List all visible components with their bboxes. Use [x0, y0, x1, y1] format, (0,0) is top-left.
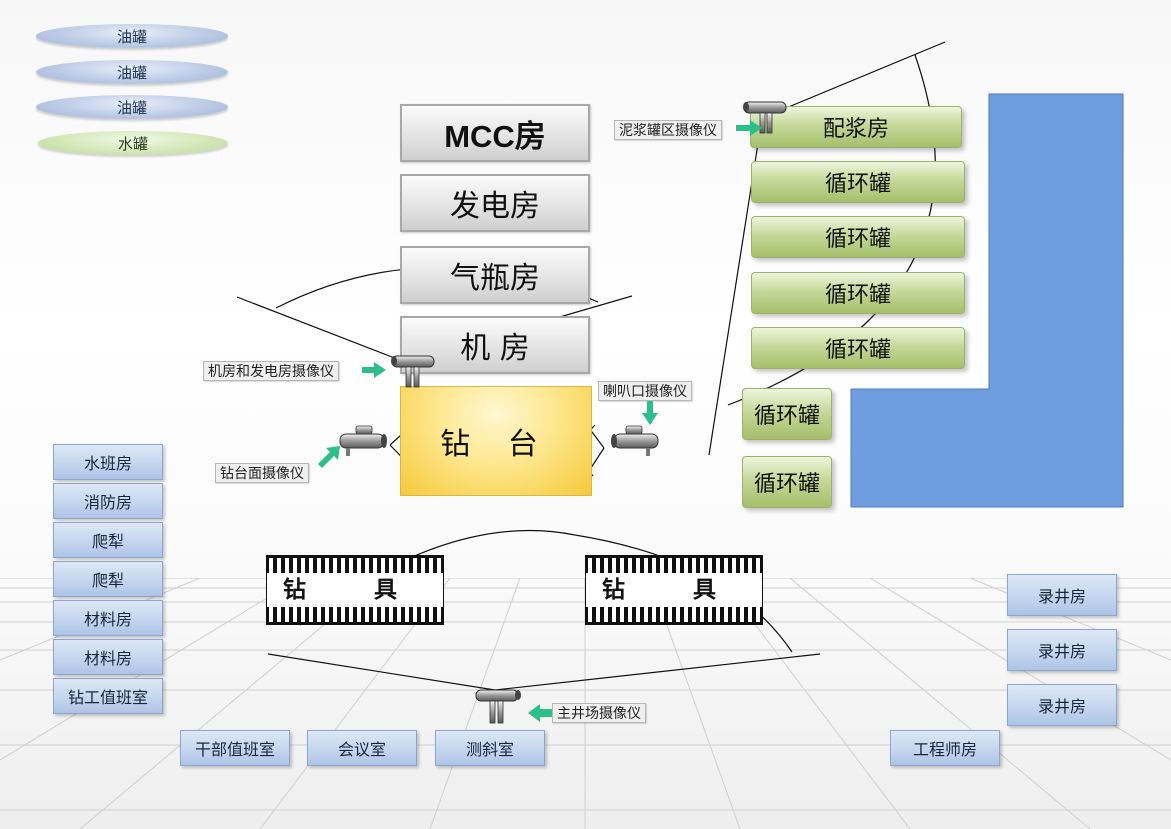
bell-nipple-camera-label: 喇叭口摄像仪 [598, 381, 692, 401]
circulation-tank-4: 循环罐 [751, 327, 965, 369]
meeting-room: 会议室 [307, 730, 417, 766]
drill-floor-camera-icon [339, 425, 387, 456]
mud-tank-camera-label: 泥浆罐区摄像仪 [614, 120, 722, 140]
mud-tank-camera-icon [743, 101, 787, 134]
main-yard-arrow-icon [528, 704, 552, 722]
sledge-1: 爬犁 [53, 522, 163, 558]
circulation-tank-3: 循环罐 [751, 272, 965, 314]
drill-tool-rack-left-label: 钻 具 [267, 573, 444, 607]
water-tank: 水罐 [38, 131, 228, 155]
engineer-room: 工程师房 [890, 730, 1000, 766]
driller-duty-room: 钻工值班室 [53, 678, 163, 714]
oil-tank-3: 油罐 [36, 95, 228, 119]
drill-floor-arrow-icon [318, 446, 340, 468]
circulation-tank-5: 循环罐 [742, 388, 832, 440]
cadre-duty-room: 干部值班室 [180, 730, 290, 766]
mud-logging-room-3: 录井房 [1007, 684, 1117, 726]
mud-logging-room-2: 录井房 [1007, 629, 1117, 671]
bell-nipple-camera-icon [611, 425, 659, 456]
drill-tool-rack-right-label: 钻 具 [586, 573, 763, 607]
material-room-2: 材料房 [53, 639, 163, 675]
mud-area-block [850, 93, 1124, 508]
fire-room: 消防房 [53, 483, 163, 519]
inclination-survey-room: 测斜室 [435, 730, 545, 766]
material-room-1: 材料房 [53, 600, 163, 636]
main-yard-camera-icon [475, 689, 521, 724]
circulation-tank-2: 循环罐 [751, 216, 965, 258]
drill-floor: 钻 台 [400, 386, 592, 496]
mcc-room: MCC房 [400, 104, 590, 162]
bell-nipple-arrow-icon [642, 401, 658, 425]
gas-cylinder-room: 气瓶房 [400, 246, 590, 304]
main-yard-camera-label: 主井场摄像仪 [552, 703, 646, 723]
mud-tank-arrow-icon [736, 120, 762, 136]
sledge-2: 爬犁 [53, 561, 163, 597]
oil-tank-1: 油罐 [36, 24, 228, 48]
mud-mixing-room: 配浆房 [750, 106, 962, 148]
oil-tank-2: 油罐 [36, 60, 228, 84]
circulation-tank-6: 循环罐 [742, 456, 832, 508]
engine-generator-camera-icon [391, 355, 435, 388]
drill-tool-rack-left: 钻 具 [266, 555, 444, 625]
generator-room: 发电房 [400, 174, 590, 232]
mud-logging-room-1: 录井房 [1007, 574, 1117, 616]
water-shift-room: 水班房 [53, 444, 163, 480]
engine-generator-arrow-icon [362, 362, 386, 378]
drill-tool-rack-right: 钻 具 [585, 555, 763, 625]
circulation-tank-1: 循环罐 [751, 161, 965, 203]
engine-generator-camera-label: 机房和发电房摄像仪 [203, 361, 339, 381]
drill-floor-camera-label: 钻台面摄像仪 [215, 463, 309, 483]
